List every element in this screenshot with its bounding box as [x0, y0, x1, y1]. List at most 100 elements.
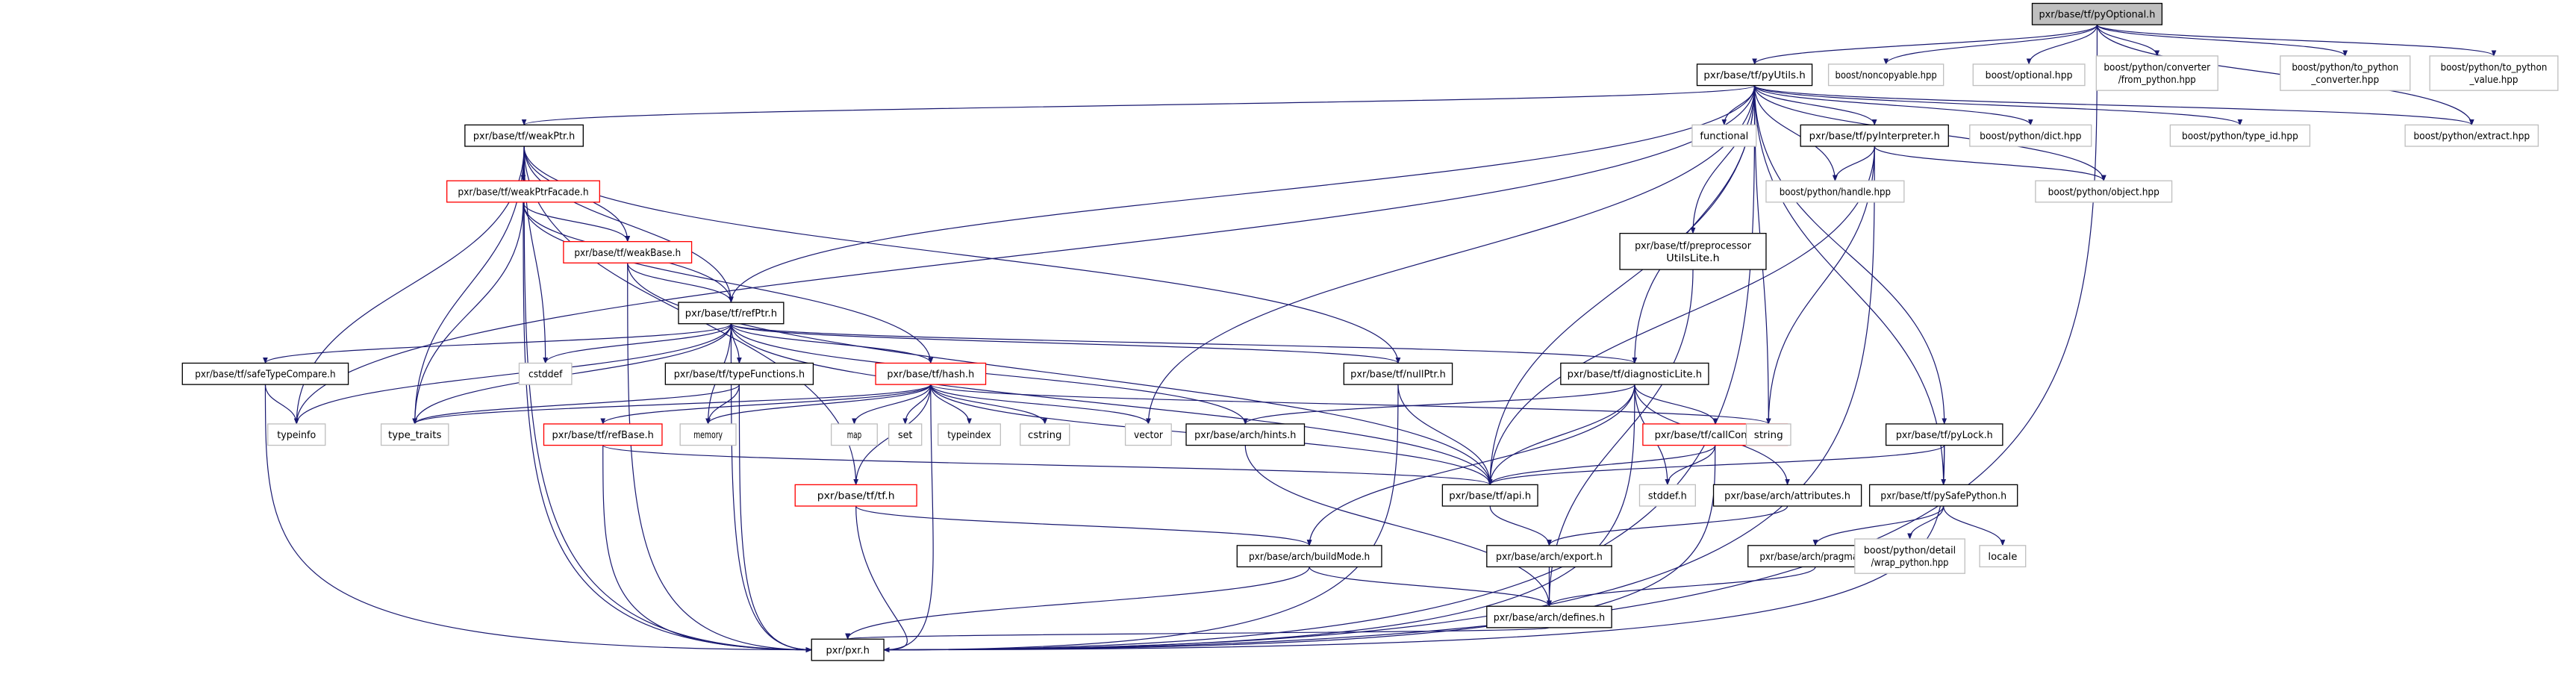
edge-pyUtils-to-api — [1487, 85, 1756, 486]
node-py-interpreter[interactable]: pxr/base/tf/pyInterpreter.h — [1800, 124, 1949, 147]
edge-diagnosticLite-to-callContext — [1634, 384, 1718, 425]
node-cstddef[interactable]: cstddef — [518, 362, 573, 385]
node-label: pxr/base/tf/refPtr.h — [685, 308, 777, 319]
edge-pySafePython-to-locale — [1943, 505, 2006, 546]
node-box — [1854, 538, 1965, 574]
node-box — [518, 362, 573, 385]
node-defines[interactable]: pxr/base/arch/defines.h — [1486, 605, 1612, 628]
edge-pyUtils-to-dict — [1753, 85, 2033, 126]
node-dict[interactable]: boost/python/dict.hpp — [1969, 124, 2092, 147]
edge-refPtr-to-typeTraits — [412, 323, 732, 425]
node-label: cstddef — [528, 369, 564, 381]
node-box — [2404, 124, 2539, 147]
edge-pyUtils-to-typeId — [1753, 85, 2243, 126]
node-type-traits[interactable]: type_traits — [380, 423, 449, 446]
node-label: set — [898, 429, 913, 441]
node-label: boost/optional.hpp — [1986, 69, 2073, 81]
node-map[interactable]: map — [830, 423, 878, 446]
node-py-lock[interactable]: pxr/base/tf/pyLock.h — [1885, 423, 2003, 446]
node-label: boost/python/to_python — [2292, 62, 2398, 74]
node-label: pxr/base/tf/pyInterpreter.h — [1809, 131, 1940, 143]
edge-tf-to-buildMode — [855, 505, 1312, 546]
node-box — [2035, 180, 2173, 203]
node-label: boost/python/extract.hpp — [2413, 131, 2530, 143]
edge-refBase-to-api — [602, 445, 1493, 486]
edge-hash-to-typeindex — [930, 384, 972, 425]
node-memory[interactable]: memory — [679, 423, 737, 446]
node-weak-ptr-facade[interactable]: pxr/base/tf/weakPtrFacade.h — [446, 180, 600, 203]
node-box — [1765, 180, 1905, 203]
edge-hash-to-vector — [930, 384, 1151, 425]
edge-pragmas-to-defines — [1547, 567, 1816, 608]
node-to-py-val[interactable]: boost/python/to_python_value.hpp — [2429, 55, 2559, 91]
edge-pyUtils-to-vector — [1146, 85, 1756, 425]
node-box — [1868, 484, 2018, 507]
node-label: pxr/base/arch/defines.h — [1494, 611, 1605, 623]
node-optional[interactable]: boost/optional.hpp — [1972, 63, 2086, 87]
node-hints[interactable]: pxr/base/arch/hints.h — [1185, 423, 1306, 446]
node-set[interactable]: set — [888, 423, 923, 446]
edge-tf-to-pxr — [855, 505, 908, 652]
node-wrap-python[interactable]: boost/python/detail/wrap_python.hpp — [1854, 538, 1965, 574]
edge-pySafePython-to-pragmas — [1812, 505, 1945, 546]
node-ref-base[interactable]: pxr/base/tf/refBase.h — [543, 423, 663, 446]
node-box — [1486, 605, 1612, 628]
node-typeindex[interactable]: typeindex — [938, 423, 1002, 446]
edge-pyInterpreter-to-object — [1874, 146, 2106, 182]
node-label: pxr/base/tf/weakBase.h — [574, 247, 681, 259]
node-to-py-conv[interactable]: boost/python/to_python_converter.hpp — [2280, 55, 2411, 91]
node-box — [1020, 423, 1070, 446]
edge-safeTypeCompare-to-pxr — [264, 384, 813, 652]
node-handle[interactable]: boost/python/handle.hpp — [1765, 180, 1905, 203]
node-stddef[interactable]: stddef.h — [1638, 484, 1696, 507]
node-functional[interactable]: functional — [1691, 124, 1757, 147]
node-attributes[interactable]: pxr/base/arch/attributes.h — [1712, 484, 1862, 507]
node-box — [380, 423, 449, 446]
node-type-functions[interactable]: pxr/base/tf/typeFunctions.h — [664, 362, 814, 385]
node-box — [664, 362, 814, 385]
edge-pyInterpreter-to-pxr — [883, 146, 1875, 652]
node-box — [1638, 484, 1696, 507]
node-label: pxr/base/tf/nullPtr.h — [1350, 369, 1446, 381]
node-pxr[interactable]: pxr/pxr.h — [811, 638, 885, 661]
node-export[interactable]: pxr/base/arch/export.h — [1486, 545, 1612, 568]
node-label: boost/noncopyable.hpp — [1835, 69, 1936, 81]
node-object[interactable]: boost/python/object.hpp — [2035, 180, 2173, 203]
node-label: pxr/base/tf/api.h — [1449, 490, 1531, 502]
node-type-id[interactable]: boost/python/type_id.hpp — [2169, 124, 2311, 147]
node-build-mode[interactable]: pxr/base/arch/buildMode.h — [1236, 545, 1382, 568]
edge-pyUtils-to-handle — [1753, 85, 1838, 182]
node-noncopyable[interactable]: boost/noncopyable.hpp — [1827, 63, 1945, 87]
node-diagnostic-lite[interactable]: pxr/base/tf/diagnosticLite.h — [1560, 362, 1709, 385]
node-label: type_traits — [388, 429, 441, 441]
edge-weakPtr-to-cstddef — [523, 146, 549, 364]
node-ref-ptr[interactable]: pxr/base/tf/refPtr.h — [678, 302, 785, 325]
node-box — [1712, 484, 1862, 507]
node-null-ptr[interactable]: pxr/base/tf/nullPtr.h — [1343, 362, 1453, 385]
node-box — [1343, 362, 1453, 385]
node-vector[interactable]: vector — [1124, 423, 1172, 446]
node-label: pxr/base/tf/hash.h — [887, 369, 974, 381]
node-box — [678, 302, 785, 325]
node-label: pxr/base/tf/weakPtrFacade.h — [458, 186, 588, 198]
node-weak-base[interactable]: pxr/base/tf/weakBase.h — [563, 240, 693, 263]
node-safe-type-compare[interactable]: pxr/base/tf/safeTypeCompare.h — [181, 362, 349, 385]
node-py-optional[interactable]: pxr/base/tf/pyOptional.h — [2031, 2, 2163, 25]
node-tf[interactable]: pxr/base/tf/tf.h — [794, 484, 917, 507]
node-api[interactable]: pxr/base/tf/api.h — [1441, 484, 1538, 507]
edge-pyOptional-to-optional — [2026, 25, 2098, 65]
node-from-python[interactable]: boost/python/converter/from_python.hpp — [2095, 55, 2218, 91]
edge-hash-to-string — [930, 384, 1771, 425]
node-py-utils[interactable]: pxr/base/tf/pyUtils.h — [1696, 63, 1813, 87]
node-extract[interactable]: boost/python/extract.hpp — [2404, 124, 2539, 147]
node-label: pxr/base/tf/pyUtils.h — [1703, 69, 1805, 81]
node-weak-ptr[interactable]: pxr/base/tf/weakPtr.h — [464, 124, 584, 147]
node-typeinfo[interactable]: typeinfo — [267, 423, 326, 446]
node-cstring[interactable]: cstring — [1020, 423, 1070, 446]
node-hash[interactable]: pxr/base/tf/hash.h — [875, 362, 987, 385]
node-py-safe-python[interactable]: pxr/base/tf/pySafePython.h — [1868, 484, 2018, 507]
node-string[interactable]: string — [1745, 423, 1791, 446]
node-locale[interactable]: locale — [1979, 545, 2027, 568]
node-box — [679, 423, 737, 446]
